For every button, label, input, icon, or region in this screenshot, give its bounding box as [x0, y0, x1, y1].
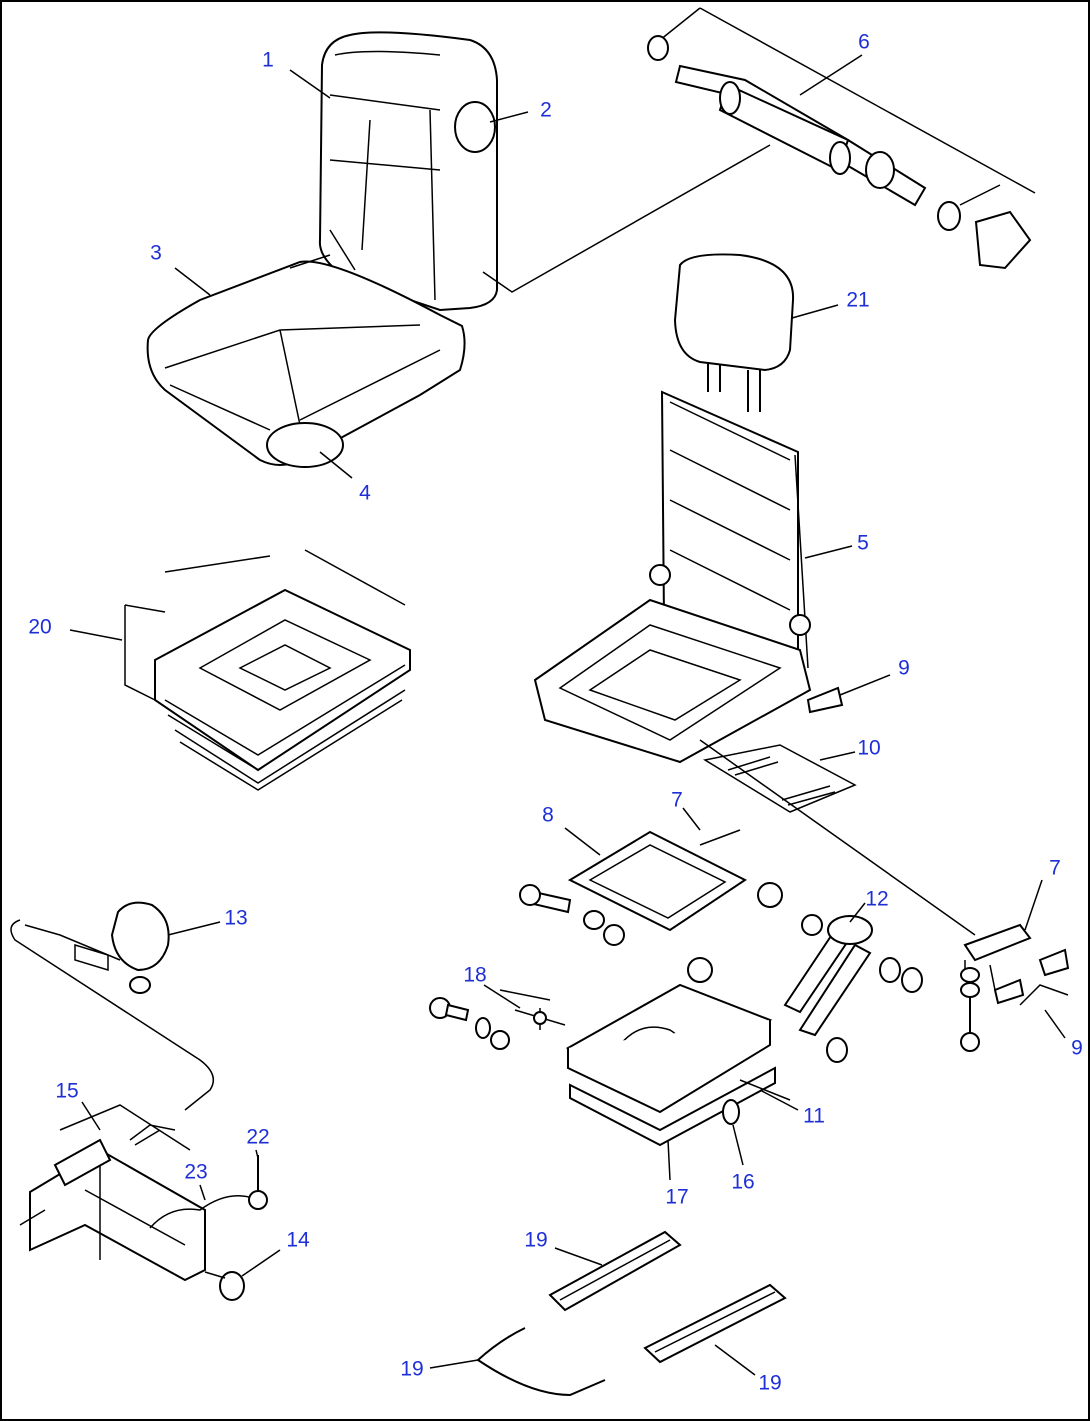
bracket	[806, 686, 844, 714]
lumbar-support-assembly	[647, 7, 1036, 270]
leader-line	[482, 144, 771, 293]
slide-rail-lock	[19, 1104, 268, 1301]
rail-right	[643, 1283, 787, 1364]
callout-14: 14	[286, 1228, 310, 1252]
release-cable	[476, 1327, 606, 1397]
bracket-kit	[960, 923, 1070, 1052]
callout-6: 6	[858, 30, 870, 54]
seat-cushion	[146, 254, 466, 466]
callout-5: 5	[857, 531, 869, 555]
callout-9-right: 9	[1071, 1036, 1083, 1060]
leader-lines	[69, 54, 1066, 1376]
callout-10: 10	[857, 736, 881, 760]
callout-19-left-rail: 19	[524, 1228, 548, 1252]
callout-4: 4	[359, 481, 371, 505]
callout-7-right: 7	[1049, 856, 1061, 880]
callout-20: 20	[28, 615, 52, 639]
lumbar-knob	[454, 101, 496, 153]
callout-15: 15	[55, 1079, 79, 1103]
callout-12: 12	[865, 887, 889, 911]
callout-1: 1	[262, 48, 274, 72]
callout-7-upper: 7	[671, 788, 683, 812]
spring-set	[702, 744, 857, 813]
callout-3: 3	[150, 241, 162, 265]
slide-bracket	[519, 829, 747, 946]
suspension-slide	[565, 983, 791, 1147]
callout-2: 2	[540, 98, 552, 122]
callout-11: 11	[803, 1104, 825, 1128]
seat-frame	[533, 390, 976, 936]
callout-18: 18	[463, 963, 487, 987]
callout-16: 16	[731, 1170, 755, 1194]
shock-absorber	[687, 882, 923, 1063]
callout-19-right-rail: 19	[758, 1371, 782, 1395]
bolt-kit	[429, 989, 566, 1050]
adjust-knob	[722, 1099, 740, 1125]
callout-9-upper: 9	[898, 656, 910, 680]
suspension-base	[124, 549, 411, 791]
lever-and-cable	[10, 901, 215, 1111]
rail-left	[548, 1230, 682, 1312]
callout-21: 21	[846, 288, 870, 312]
headrest	[673, 253, 795, 412]
callout-8: 8	[542, 803, 554, 827]
seat-side-cover	[266, 422, 344, 468]
callout-23: 23	[184, 1160, 208, 1184]
callout-13: 13	[224, 906, 248, 930]
callout-22: 22	[246, 1125, 270, 1149]
callout-17: 17	[665, 1185, 689, 1209]
callout-19-cable: 19	[400, 1357, 424, 1381]
backrest-cushion	[318, 31, 498, 312]
